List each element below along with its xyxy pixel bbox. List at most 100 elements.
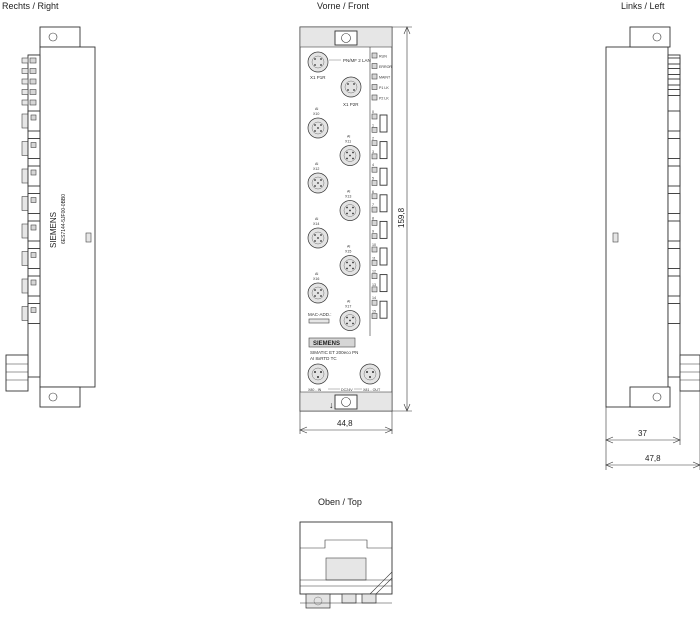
side-connector-bump	[27, 165, 41, 187]
status-led-label: ERROR	[379, 65, 392, 69]
side-connector-bump	[27, 303, 41, 324]
side-latch	[85, 232, 92, 243]
power-in-label: X80 - IN	[308, 388, 322, 392]
channel-led	[371, 113, 378, 120]
side-connector-bump	[667, 193, 681, 214]
channel-led-label: 8	[372, 216, 374, 220]
status-led	[371, 84, 378, 90]
channel-led-label: 14	[372, 296, 376, 300]
status-led	[371, 73, 378, 80]
top-view	[299, 521, 393, 609]
side-led	[29, 78, 37, 85]
side-stub	[21, 141, 29, 156]
dimension-depth-1: 37	[638, 429, 647, 438]
side-connector-bump	[667, 220, 681, 242]
channel-led-label: 5	[372, 177, 374, 181]
right-led-stubs	[21, 57, 37, 106]
side-connector-bump	[667, 110, 681, 132]
side-connector-bump	[667, 303, 681, 324]
channel-led-label: 13	[372, 283, 376, 287]
ai-connector-x17	[339, 310, 361, 331]
side-led-stub	[21, 68, 29, 74]
side-led	[30, 279, 37, 286]
side-stub	[21, 251, 29, 266]
channel-led-label: 9	[372, 230, 374, 234]
mac-field	[308, 318, 330, 324]
side-connector-bump	[27, 220, 41, 242]
side-connector-bump	[667, 165, 681, 187]
port-name: PN/MF 2 LAN	[343, 58, 371, 63]
side-led	[29, 57, 37, 64]
front-brand: SIEMENS	[313, 341, 340, 347]
channel-led-label: 2	[372, 137, 374, 141]
channel-led-label: 10	[372, 243, 376, 247]
ai-channel-label: AI	[347, 135, 350, 139]
side-connector-bump	[27, 275, 41, 297]
side-led-stub	[21, 78, 29, 85]
ai-connector-label: X14	[313, 222, 319, 226]
side-stub	[21, 168, 29, 184]
left-housing	[605, 46, 669, 408]
right-housing	[39, 46, 96, 388]
led-window	[379, 141, 388, 160]
channel-led	[371, 246, 378, 253]
dimension-width: 44,8	[337, 419, 353, 428]
brand-plate	[308, 337, 356, 348]
dimension-height: 159,8	[397, 207, 406, 228]
ai-channel-label: AI	[315, 217, 318, 221]
top-recess	[325, 557, 367, 581]
side-led	[30, 142, 37, 148]
side-led-stub	[667, 57, 681, 65]
led-window	[379, 194, 388, 213]
ai-connector-label: X11	[345, 140, 351, 144]
side-led	[29, 99, 37, 106]
port2-label: X1 P2R	[343, 102, 359, 107]
right-gland	[5, 354, 29, 392]
ai-channel-label: AI	[315, 162, 318, 166]
channel-led-label: 0	[372, 110, 374, 114]
channel-led-label: 15	[372, 310, 376, 314]
side-connector-bump	[667, 138, 681, 159]
channel-led	[371, 233, 378, 239]
channel-led	[371, 313, 378, 319]
right-front-edge	[27, 54, 41, 378]
right-connector-bumps	[21, 110, 41, 324]
ai-channel-label: AI	[347, 245, 350, 249]
side-latch	[612, 232, 619, 243]
side-order-number: 6ES7144-5JF00-0BB0	[61, 194, 67, 244]
channel-led-label: 12	[372, 270, 376, 274]
led-window	[379, 300, 388, 319]
channel-led	[371, 166, 378, 173]
side-stub	[21, 306, 29, 321]
side-led-stub	[667, 89, 681, 96]
side-connector-bump	[667, 248, 681, 269]
side-connector-bump	[667, 275, 681, 297]
top-connector	[361, 593, 377, 604]
led-window	[379, 220, 388, 239]
side-led	[30, 197, 37, 203]
status-led	[371, 63, 378, 69]
ai-connector-label: X10	[313, 112, 319, 116]
side-connector-bump	[27, 193, 41, 214]
ai-connector-x15	[339, 255, 361, 276]
channel-led	[371, 299, 378, 306]
side-led-stub	[667, 68, 681, 75]
channel-led	[371, 140, 378, 146]
ground-arrow-icon: ↓	[329, 400, 334, 410]
ai-connector-x16	[307, 282, 329, 304]
side-brand: SIEMENS	[49, 212, 58, 248]
channel-led	[371, 180, 378, 186]
top-connector	[341, 593, 357, 604]
ai-connector-x12	[307, 172, 329, 194]
front-top-tab	[334, 30, 358, 46]
status-led	[371, 52, 378, 59]
view-title-front: Vorne / Front	[317, 1, 370, 11]
channel-led	[371, 273, 378, 279]
power-label: DC24V	[341, 388, 353, 392]
channel-led-label: 6	[372, 190, 374, 194]
mounting-hole-icon	[48, 392, 58, 402]
side-led	[30, 252, 37, 258]
ai-connector-x11	[339, 145, 361, 166]
channel-led	[371, 220, 378, 226]
